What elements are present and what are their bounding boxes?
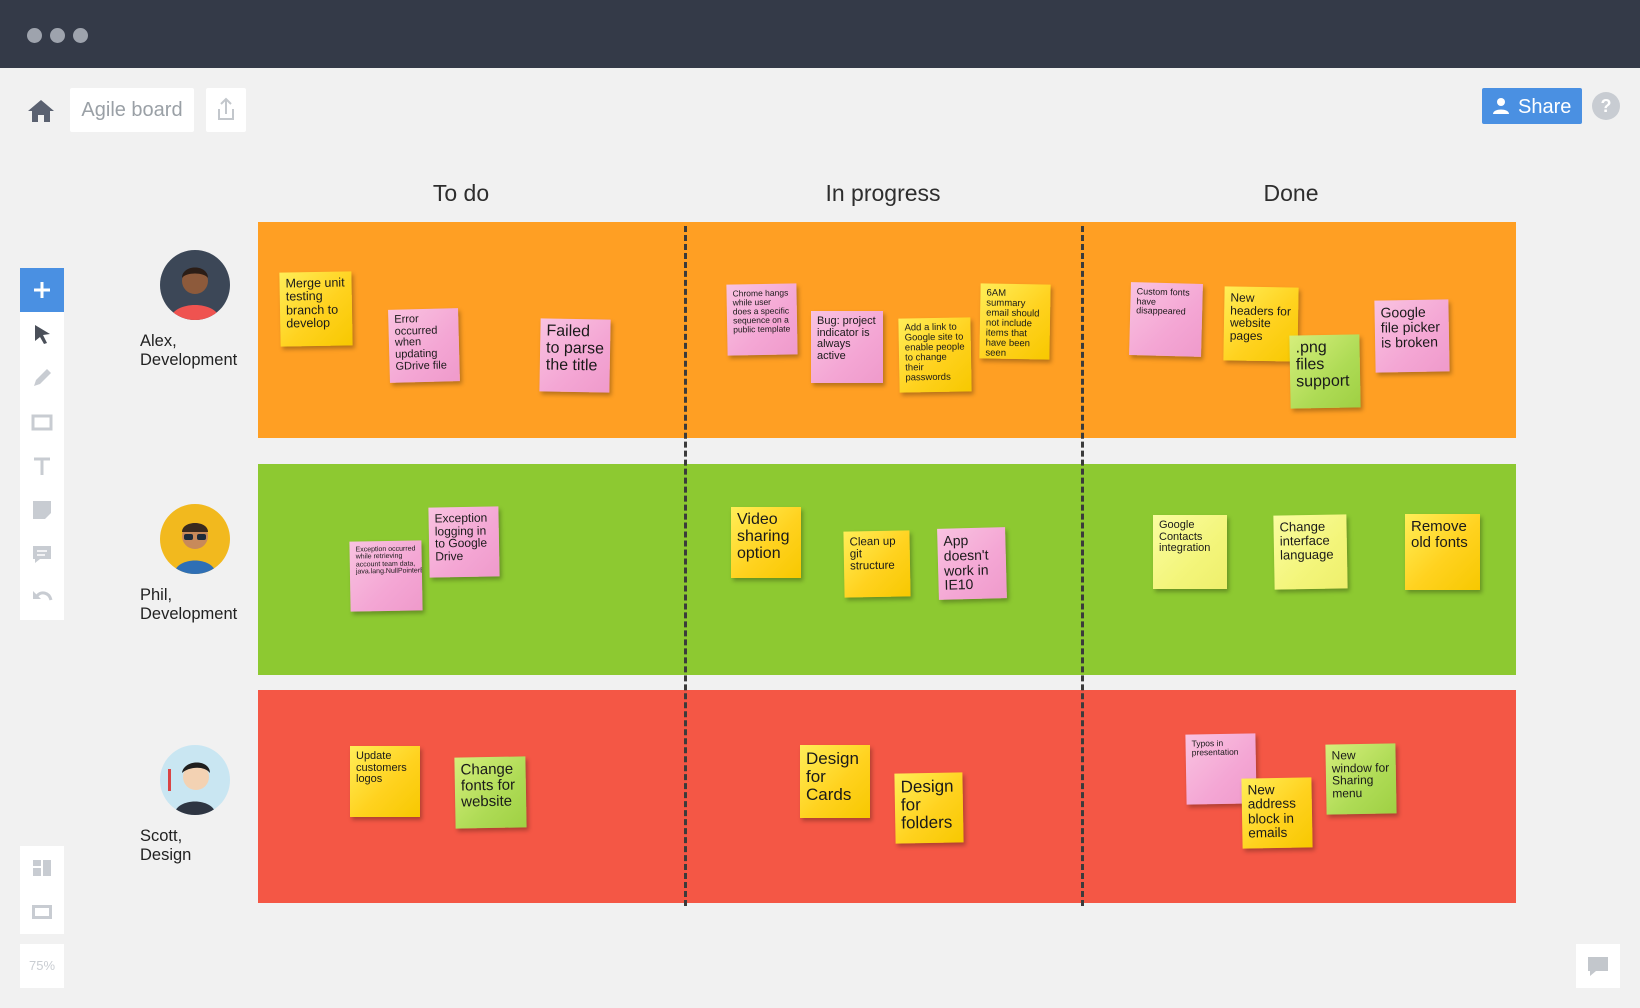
sticky-note[interactable]: New address block in emails [1241, 777, 1313, 849]
avatar [160, 250, 230, 320]
comment-icon[interactable] [20, 532, 64, 576]
user-icon [1493, 98, 1509, 114]
text-icon[interactable] [20, 444, 64, 488]
sticky-note[interactable]: 6AM summary email should not include ite… [979, 283, 1051, 360]
sticky-note[interactable]: Google file picker is broken [1374, 299, 1450, 373]
share-button[interactable]: Share [1482, 88, 1582, 124]
sticky-note-icon[interactable] [20, 488, 64, 532]
sticky-note[interactable]: Chrome hangs while user does a specific … [726, 283, 798, 356]
sticky-note[interactable]: Exception logging in to Google Drive [428, 506, 500, 578]
column-header-todo: To do [432, 180, 490, 206]
window-control-dot[interactable] [50, 28, 65, 43]
plus-icon[interactable] [20, 268, 64, 312]
sticky-note[interactable]: Failed to parse the title [539, 318, 611, 393]
tool-palette [20, 268, 64, 620]
sticky-note[interactable]: Custom fonts have disappeared [1129, 282, 1203, 357]
sticky-note[interactable]: Error occurred when updating GDrive file [388, 308, 460, 383]
help-icon[interactable]: ? [1592, 92, 1620, 120]
sticky-note[interactable]: Video sharing option [731, 507, 801, 578]
lane-owner-phil: Phil, Development [120, 504, 270, 624]
sticky-note[interactable]: Update customers logos [350, 746, 420, 817]
export-icon[interactable] [206, 88, 246, 132]
sticky-note[interactable]: Change interface language [1273, 514, 1348, 590]
column-divider [684, 226, 687, 906]
window-titlebar [0, 0, 1640, 68]
sticky-note[interactable]: New window for Sharing menu [1325, 743, 1397, 815]
view-tools [20, 846, 64, 934]
chat-icon[interactable] [1576, 944, 1620, 988]
rectangle-icon[interactable] [20, 400, 64, 444]
lane-owner-alex: Alex, Development [120, 250, 270, 370]
lane-owner-name: Alex, Development [140, 332, 238, 369]
home-icon[interactable] [26, 98, 56, 124]
sticky-note[interactable]: New headers for website pages [1223, 286, 1299, 362]
undo-icon[interactable] [20, 576, 64, 620]
sticky-note[interactable]: Exception occurred while retrieving acco… [349, 540, 423, 612]
pen-icon[interactable] [20, 356, 64, 400]
column-divider [1081, 226, 1084, 906]
sticky-note[interactable]: Add a link to Google site to enable peop… [898, 317, 972, 393]
sticky-note[interactable]: Remove old fonts [1405, 514, 1480, 590]
sticky-note[interactable]: .png files support [1289, 334, 1361, 409]
window-control-dot[interactable] [73, 28, 88, 43]
sticky-note[interactable]: App doesn't work in IE10 [937, 527, 1007, 600]
window-control-dot[interactable] [27, 28, 42, 43]
layout-icon[interactable] [20, 846, 64, 890]
sticky-note[interactable]: Design for Cards [800, 745, 870, 818]
sticky-note[interactable]: Clean up git structure [843, 530, 911, 598]
lane-owner-name: Phil, Development [140, 586, 238, 623]
fit-screen-icon[interactable] [20, 890, 64, 934]
avatar [160, 504, 230, 574]
zoom-level[interactable]: 75% [20, 944, 64, 988]
avatar [160, 745, 230, 815]
share-label: Share [1518, 96, 1572, 118]
sticky-note[interactable]: Change fonts for website [454, 756, 527, 829]
cursor-icon[interactable] [20, 312, 64, 356]
column-header-in-progress: In progress [825, 180, 941, 206]
column-header-done: Done [1263, 180, 1319, 206]
sticky-note[interactable]: Design for folders [894, 772, 964, 844]
lane-owner-scott: Scott, Design [120, 745, 270, 865]
lane-owner-name: Scott, Design [140, 827, 192, 864]
sticky-note[interactable]: Google Contacts integration [1153, 515, 1227, 589]
sticky-note[interactable]: Merge unit testing branch to develop [279, 271, 353, 347]
board-title[interactable]: Agile board [70, 88, 194, 132]
sticky-note[interactable]: Bug: project indicator is always active [811, 311, 883, 383]
